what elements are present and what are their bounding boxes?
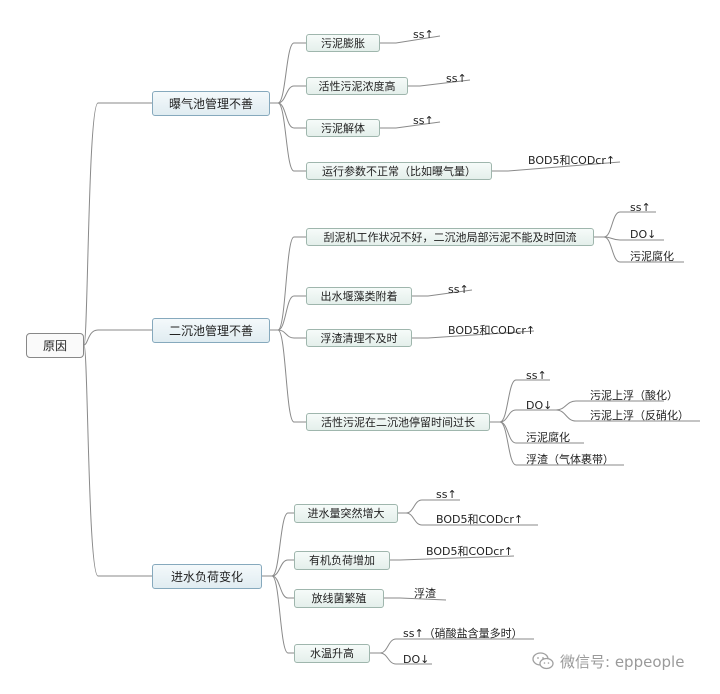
effect-ss-up: ss↑ xyxy=(413,28,434,41)
cause-temperature-rise: 水温升高 xyxy=(294,644,370,663)
effect-do-down: DO↓ xyxy=(630,228,657,241)
link-root-b3 xyxy=(83,344,152,577)
effect-scum-gas: 浮渣（气体裹带） xyxy=(526,453,614,466)
wechat-watermark: 微信号: eppeople xyxy=(532,650,684,672)
effect-ss-up: ss↑ xyxy=(413,114,434,127)
branch-secondary-clarifier: 二沉池管理不善 xyxy=(152,318,270,343)
cause-abnormal-parameters: 运行参数不正常（比如曝气量） xyxy=(306,162,492,180)
branch-label: 进水负荷变化 xyxy=(170,569,243,584)
cause-label: 进水量突然增大 xyxy=(307,507,385,520)
cause-high-mlss: 活性污泥浓度高 xyxy=(306,77,408,95)
effect-sludge-rising-acidification: 污泥上浮（酸化） xyxy=(590,389,678,402)
effect-ss-up: ss↑ xyxy=(448,283,469,296)
cause-sludge-disintegration: 污泥解体 xyxy=(306,119,380,137)
effect-bod-cod-up: BOD5和CODcr↑ xyxy=(426,545,514,558)
effect-ss-up: ss↑ xyxy=(446,72,467,85)
effect-sludge-septic: 污泥腐化 xyxy=(526,431,570,444)
cause-label: 污泥解体 xyxy=(321,121,365,135)
cause-label: 水温升高 xyxy=(310,647,354,660)
link-root-b1 xyxy=(83,102,152,346)
effect-bod-cod-up: BOD5和CODcr↑ xyxy=(448,324,536,337)
wechat-icon xyxy=(532,652,554,670)
cause-weir-algae: 出水堰藻类附着 xyxy=(306,287,412,305)
cause-label: 有机负荷增加 xyxy=(309,554,375,567)
effect-bod-cod-up: BOD5和CODcr↑ xyxy=(528,154,616,167)
branch-label: 曝气池管理不善 xyxy=(168,96,253,111)
effect-scum: 浮渣 xyxy=(414,587,436,600)
cause-label: 活性污泥浓度高 xyxy=(318,79,396,93)
branch-label: 二沉池管理不善 xyxy=(168,323,253,338)
cause-label: 出水堰藻类附着 xyxy=(320,289,398,303)
branch-aeration-tank: 曝气池管理不善 xyxy=(152,91,270,116)
cause-actinomycetes: 放线菌繁殖 xyxy=(294,589,384,608)
cause-sludge-bulking: 污泥膨胀 xyxy=(306,34,380,52)
effect-ss-up: ss↑ xyxy=(436,488,457,501)
cause-scum-not-cleared: 浮渣清理不及时 xyxy=(306,329,412,347)
effect-do-down: DO↓ xyxy=(526,399,553,412)
branch-influent-load: 进水负荷变化 xyxy=(152,564,262,589)
effect-sludge-septic: 污泥腐化 xyxy=(630,250,674,263)
effect-do-down: DO↓ xyxy=(403,653,430,666)
cause-label: 浮渣清理不及时 xyxy=(320,331,398,345)
cause-label: 放线菌繁殖 xyxy=(311,592,367,605)
watermark-text: 微信号: eppeople xyxy=(560,652,685,671)
cause-label: 污泥膨胀 xyxy=(321,36,365,50)
effect-ss-up-nitrate: ss↑（硝酸盐含量多时） xyxy=(403,627,523,640)
effect-bod-cod-up: BOD5和CODcr↑ xyxy=(436,513,524,526)
root-node: 原因 xyxy=(26,333,84,358)
root-label: 原因 xyxy=(42,338,67,353)
link-root-b2 xyxy=(83,329,152,346)
cause-scraper-malfunction: 刮泥机工作状况不好，二沉池局部污泥不能及时回流 xyxy=(306,228,594,246)
cause-label: 刮泥机工作状况不好，二沉池局部污泥不能及时回流 xyxy=(323,230,577,244)
effect-sludge-rising-denitrification: 污泥上浮（反硝化） xyxy=(590,409,689,422)
cause-organic-load-increase: 有机负荷增加 xyxy=(294,551,390,570)
cause-label: 运行参数不正常（比如曝气量） xyxy=(322,164,476,178)
cause-long-retention: 活性污泥在二沉池停留时间过长 xyxy=(306,413,490,431)
cause-inflow-surge: 进水量突然增大 xyxy=(294,504,398,523)
effect-ss-up: ss↑ xyxy=(526,369,547,382)
cause-label: 活性污泥在二沉池停留时间过长 xyxy=(321,415,475,429)
effect-ss-up: ss↑ xyxy=(630,201,651,214)
